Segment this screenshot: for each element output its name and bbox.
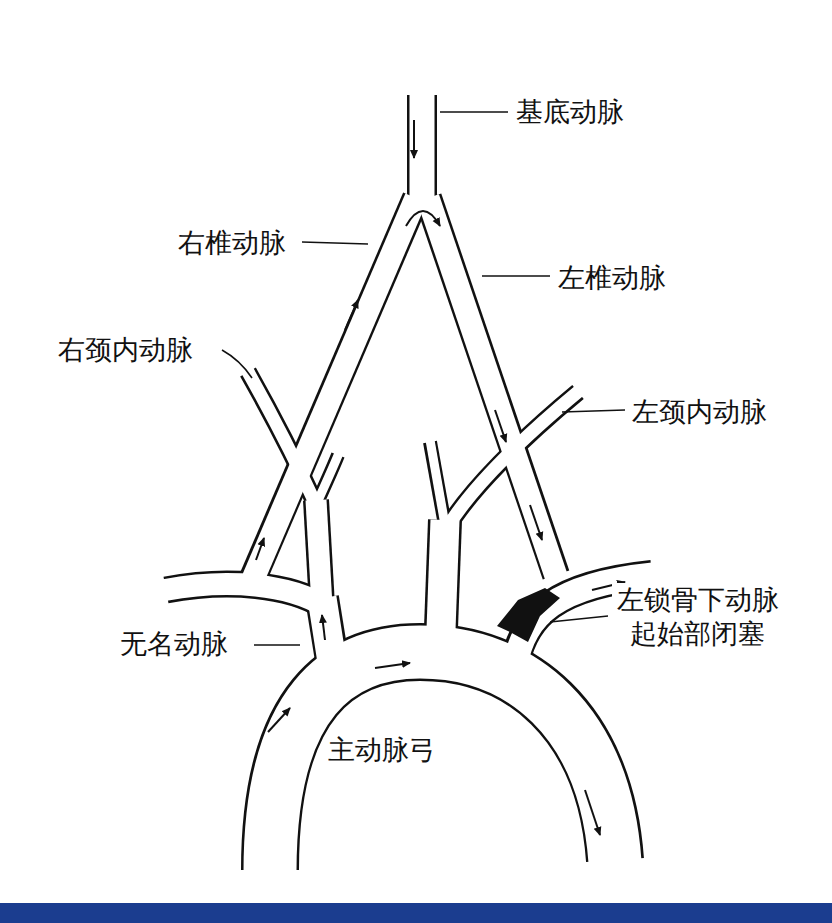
vessel-part	[550, 616, 608, 622]
vessel-lumen	[165, 94, 653, 872]
vessel-part	[302, 242, 368, 244]
vessel-label: 左椎动脉	[556, 261, 668, 295]
vessel-part	[322, 598, 332, 662]
vessel-part	[375, 663, 410, 668]
occlusion-mark	[497, 588, 560, 642]
vessel-part	[322, 615, 325, 640]
vessel-part	[447, 391, 579, 528]
vessel-part	[440, 520, 445, 657]
vessel-part	[270, 652, 615, 872]
vessel-part	[406, 211, 440, 226]
vessel-part	[585, 790, 600, 835]
vessel-label: 主动脉弓	[326, 733, 438, 767]
vessel-label: 无名动脉	[118, 627, 230, 661]
vessel-part	[254, 644, 300, 646]
vessel-part	[316, 453, 339, 505]
leader-line	[222, 112, 625, 645]
vessel-part	[495, 410, 506, 442]
vessel-part	[316, 500, 322, 606]
vessel-part	[222, 350, 252, 378]
vessel-part	[530, 505, 542, 540]
vessel-part	[430, 440, 445, 525]
vessel-part	[562, 410, 625, 412]
vessel-part	[482, 275, 550, 277]
vessel-label: 右椎动脉	[176, 226, 288, 260]
vessel-label: 左颈内动脉	[630, 395, 769, 429]
vessel-part	[165, 584, 324, 606]
vessel-label: 右颈内动脉	[56, 333, 195, 367]
vessel-part	[413, 120, 415, 158]
vessel-part	[268, 708, 290, 732]
flow-arrow	[256, 120, 625, 835]
vessel-part	[256, 538, 264, 560]
vessel-part	[166, 584, 324, 606]
vessel-part	[410, 94, 435, 205]
vessel-part	[440, 111, 508, 113]
bottom-band	[0, 903, 832, 923]
vessel-part	[345, 300, 358, 330]
vessel-label: 左锁骨下动脉 起始部闭塞	[612, 583, 783, 651]
vessel-part	[407, 95, 437, 205]
vessel-label: 基底动脉	[514, 95, 626, 129]
vessel-part	[316, 500, 322, 606]
